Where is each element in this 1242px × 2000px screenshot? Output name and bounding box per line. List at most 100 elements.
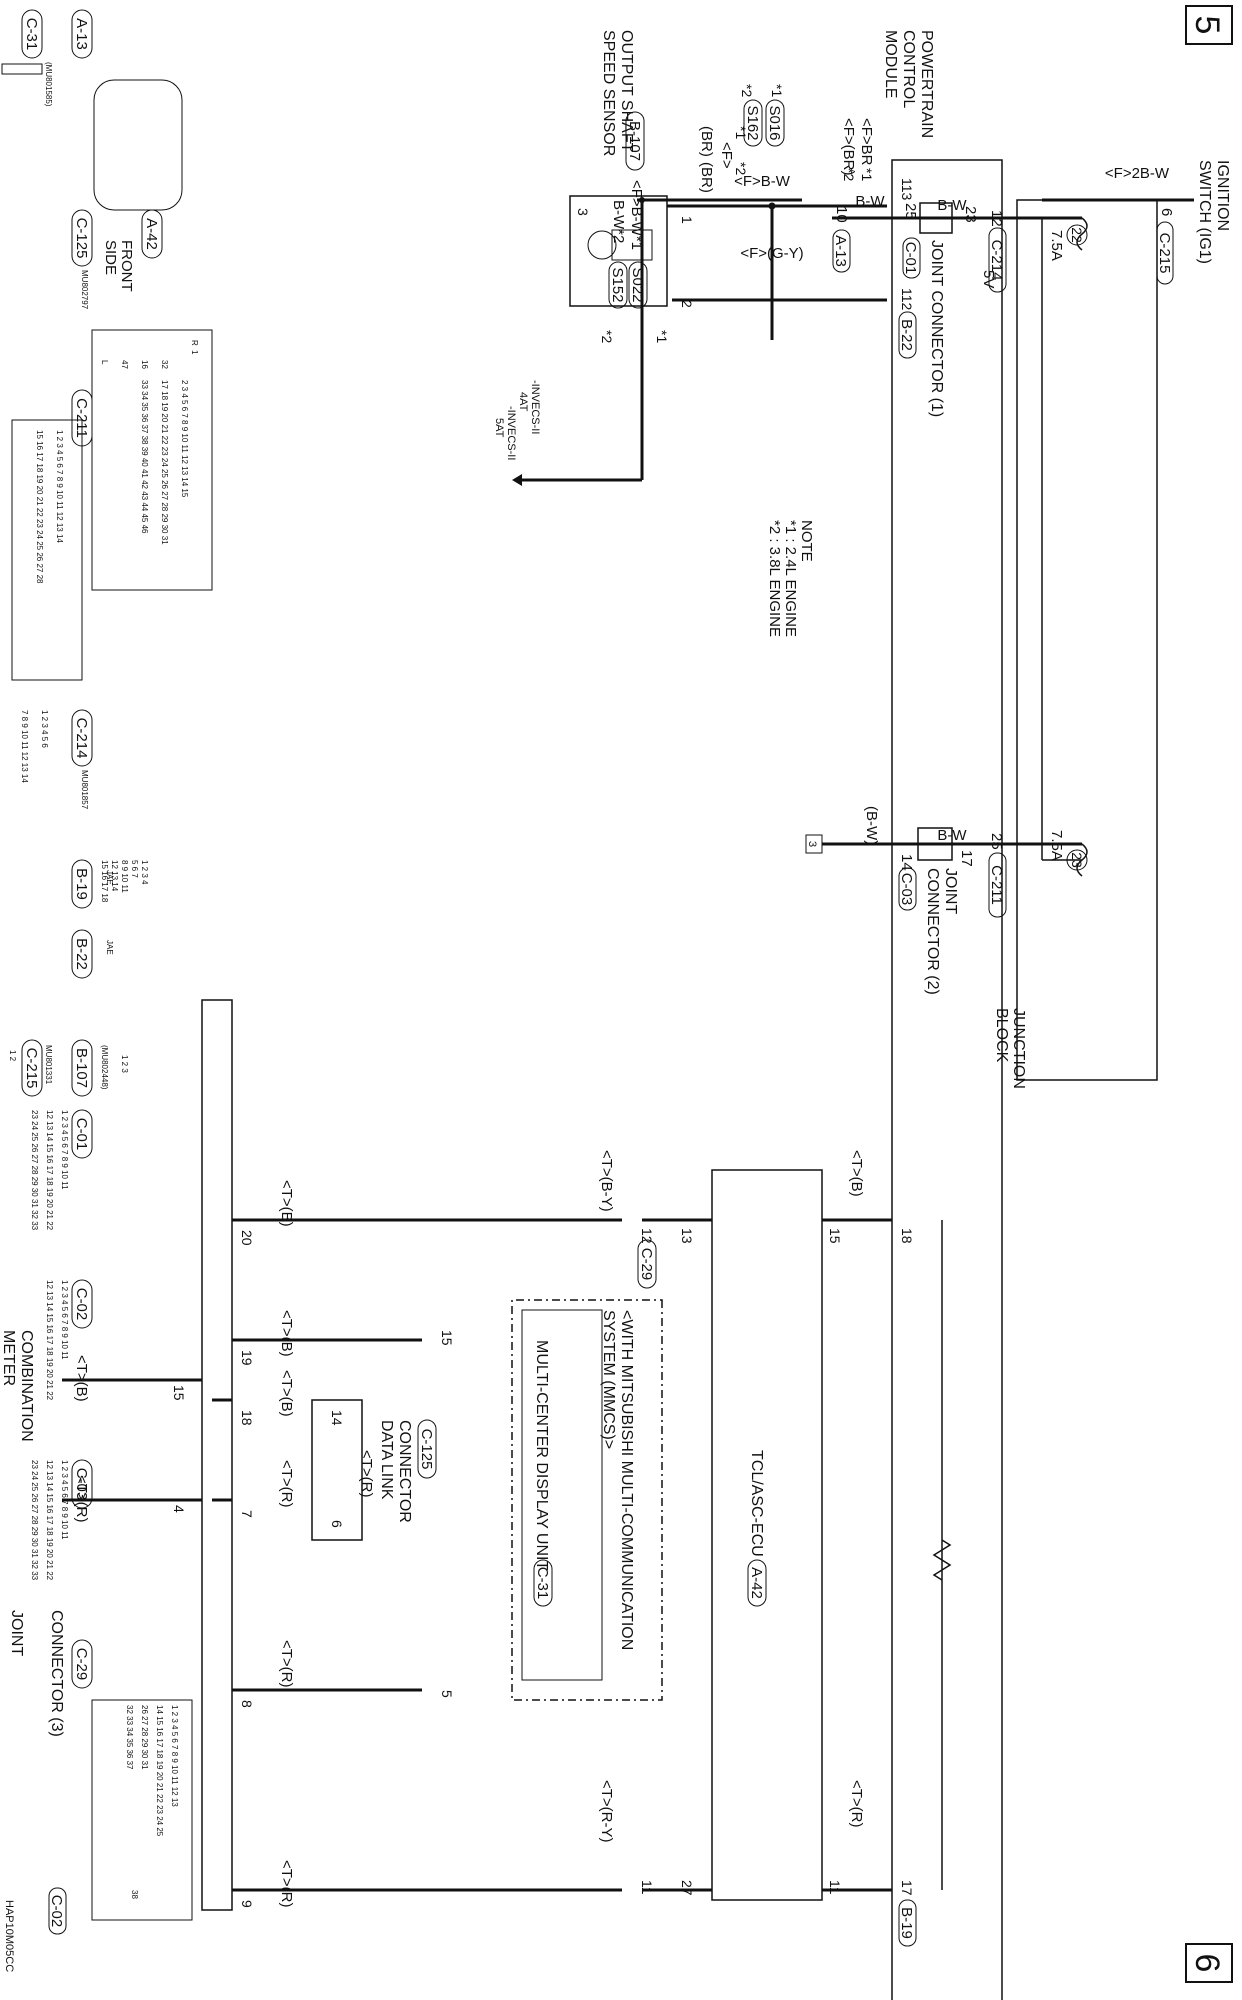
svg-text:15: 15 [171, 1385, 187, 1401]
svg-text:C-211: C-211 [988, 865, 1005, 905]
splice-s152 [608, 261, 628, 309]
svg-text:C-02: C-02 [48, 1895, 65, 1928]
svg-text:B-22: B-22 [73, 938, 90, 970]
svg-text:C-03: C-03 [898, 873, 915, 906]
ignition-switch-label-1: IGNITION [1214, 160, 1231, 231]
connector-view-c02: C-02 1 2 3 4 5 6 7 8 9 10 11 12 13 14 15… [45, 1279, 93, 1401]
svg-text:1: 1 [190, 350, 199, 355]
svg-text:5 6 7: 5 6 7 [130, 860, 139, 878]
svg-text:JAE: JAE [105, 940, 114, 955]
svg-text:5AT: 5AT [493, 418, 505, 438]
svg-text:9: 9 [239, 1900, 255, 1908]
pcm-box [891, 159, 1003, 2000]
connector-view-c215: C-215 MU801331 1 2 [8, 1039, 53, 1097]
svg-text:*1: *1 [733, 126, 749, 139]
figure-code: HAP10M05CC [3, 1900, 15, 1972]
joint-connector-2-label-2: CONNECTOR (2) [924, 868, 941, 995]
svg-text:6: 6 [329, 1520, 345, 1528]
svg-text:47: 47 [120, 360, 129, 369]
svg-text:19: 19 [239, 1350, 255, 1366]
svg-text:27: 27 [679, 1880, 695, 1896]
connector-view-c211: C-211 1 2 3 4 5 6 7 8 9 10 11 12 13 14 1… [11, 389, 93, 681]
svg-text:B-19: B-19 [898, 1907, 915, 1939]
connector-view-a13: A-13 [71, 9, 183, 211]
svg-text:C-01: C-01 [73, 1118, 90, 1151]
svg-text:7: 7 [239, 1510, 255, 1518]
svg-text:*2: *2 [841, 168, 857, 181]
svg-text:A-42: A-42 [748, 1567, 765, 1599]
svg-text:MU801857: MU801857 [80, 770, 89, 810]
svg-text:3: 3 [575, 208, 591, 216]
svg-text:C-29: C-29 [638, 1248, 655, 1281]
connector-view-b19: B-19 JAE 1 2 3 4 5 6 7 8 9 10 11 12 13 1… [71, 859, 149, 909]
svg-text:12: 12 [639, 1228, 655, 1244]
svg-text:<T>(B): <T>(B) [848, 1150, 865, 1197]
svg-text:*1: *1 [859, 168, 875, 181]
svg-text:3: 3 [806, 841, 818, 847]
svg-text:S022: S022 [629, 267, 646, 302]
svg-text:B-22: B-22 [898, 319, 915, 351]
note-2: *2 : 3.8L ENGINE [766, 520, 783, 637]
svg-text:(BR): (BR) [698, 126, 715, 157]
splice-s022 [628, 261, 648, 309]
svg-text:<T>(R): <T>(R) [278, 1860, 295, 1908]
connector-view-b22: B-22 JAE [71, 929, 114, 979]
svg-text:1 2 3: 1 2 3 [120, 1055, 129, 1073]
output-shaft-sensor-label-2: SPEED SENSOR [600, 30, 617, 156]
svg-text:11: 11 [639, 1880, 655, 1895]
svg-text:R: R [190, 340, 199, 346]
svg-text:<T>(R): <T>(R) [278, 1460, 295, 1508]
svg-text:<F>2B-W: <F>2B-W [1105, 165, 1170, 182]
svg-text:6: 6 [1188, 1954, 1226, 1973]
svg-text:32 33 34 35 36 37: 32 33 34 35 36 37 [125, 1705, 134, 1770]
svg-text:C-01: C-01 [902, 242, 919, 275]
svg-text:<F>(BR): <F>(BR) [840, 118, 857, 176]
svg-text:B-107: B-107 [626, 121, 643, 161]
ignition-switch-label-2: SWITCH (IG1) [1196, 160, 1213, 264]
svg-text:<T>(R): <T>(R) [278, 1640, 295, 1688]
svg-text:-INVECS-II: -INVECS-II [505, 406, 517, 460]
svg-text:14: 14 [329, 1410, 345, 1426]
svg-text:C-125: C-125 [418, 1429, 435, 1470]
svg-text:33 34 35 36 37 38 39 40 41 42: 33 34 35 36 37 38 39 40 41 42 43 44 45 4… [140, 380, 149, 534]
svg-text:A-42: A-42 [143, 218, 160, 250]
svg-text:112: 112 [899, 288, 915, 311]
svg-text:25: 25 [988, 833, 1005, 850]
svg-text:S152: S152 [609, 267, 626, 302]
pcm-label-2: CONTROL [900, 30, 917, 108]
connector-view-c03: C-03 1 2 3 4 5 6 7 8 9 10 11 12 13 14 15… [30, 1459, 93, 1581]
svg-text:*1: *1 [769, 84, 785, 97]
svg-text:23: 23 [1069, 852, 1085, 868]
connector-view-c29: C-29 1 2 3 4 5 6 7 8 9 10 11 12 13 14 15… [71, 1639, 193, 1921]
pcm-label-1: POWERTRAIN [918, 30, 935, 138]
svg-text:C-31: C-31 [23, 18, 40, 51]
mcdu-sub-1: <WITH MITSUBISHI MULTI-COMMUNICATION [618, 1310, 635, 1650]
data-link-label-1: DATA LINK [378, 1420, 395, 1500]
svg-text:*1: *1 [654, 330, 670, 343]
svg-text:14 15 16 17 18 19 20 21 22 23: 14 15 16 17 18 19 20 21 22 23 24 25 [155, 1705, 164, 1837]
mcdu-label: MULTI-CENTER DISPLAY UNIT [533, 1340, 550, 1570]
svg-text:MU801331: MU801331 [44, 1045, 53, 1085]
svg-text:<T>(B-Y): <T>(B-Y) [598, 1150, 615, 1212]
svg-text:<T>(R): <T>(R) [73, 1475, 90, 1523]
svg-text:16: 16 [140, 360, 149, 369]
output-shaft-sensor [569, 195, 668, 307]
joint-connector-3-label-2: CONNECTOR (3) [48, 1610, 65, 1737]
svg-text:A-13: A-13 [73, 18, 90, 50]
svg-text:1 2 3 4 5 6 7 8 9 10 11: 1 2 3 4 5 6 7 8 9 10 11 [60, 1110, 69, 1190]
svg-text:20: 20 [239, 1230, 255, 1246]
svg-text:15: 15 [439, 1330, 455, 1346]
svg-text:11: 11 [827, 1880, 843, 1895]
svg-text:5: 5 [1188, 16, 1226, 35]
svg-text:2: 2 [679, 300, 695, 308]
svg-text:6: 6 [1158, 208, 1175, 216]
svg-text:<F>B-W: <F>B-W [734, 173, 791, 190]
svg-text:B-107: B-107 [73, 1048, 90, 1088]
svg-text:12 13 14: 12 13 14 [110, 860, 119, 892]
svg-text:L: L [100, 360, 109, 365]
tclasc-ecu [711, 1169, 823, 1901]
connector-view-c01: C-01 1 2 3 4 5 6 7 8 9 10 11 12 13 14 15… [30, 1109, 93, 1231]
svg-text:10: 10 [833, 206, 850, 223]
